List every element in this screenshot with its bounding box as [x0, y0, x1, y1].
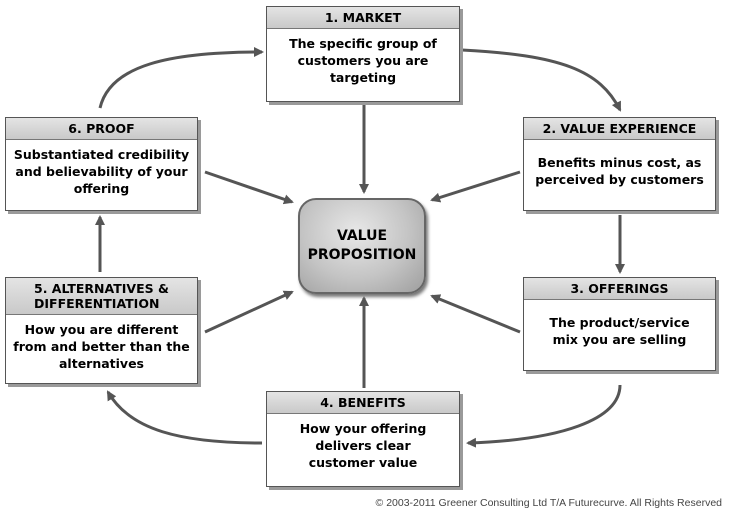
box-body: The specific group of customers you are …	[289, 36, 437, 85]
arrow-market-to-value-experience	[461, 48, 622, 112]
center-line-1: VALUE	[336, 228, 388, 244]
box-body: How you are different from and better th…	[13, 322, 190, 371]
box-offerings: 3. OFFERINGS The product/service mix you…	[523, 277, 716, 371]
value-proposition-hub: VALUE PROPOSITION	[298, 198, 426, 294]
box-proof: 6. PROOF Substantiated credibility and b…	[5, 117, 198, 211]
box-title: 2. VALUE EXPERIENCE	[524, 118, 715, 140]
box-title: 4. BENEFITS	[267, 392, 459, 414]
arrow-proof-to-center	[204, 170, 294, 205]
box-market: 1. MARKET The specific group of customer…	[266, 6, 460, 102]
box-value-experience: 2. VALUE EXPERIENCE Benefits minus cost,…	[523, 117, 716, 211]
box-title: 6. PROOF	[6, 118, 197, 140]
box-title: 5. ALTERNATIVES & DIFFERENTIATION	[6, 278, 197, 315]
box-body: Benefits minus cost, as perceived by cus…	[535, 155, 704, 187]
box-body: The product/service mix you are selling	[549, 315, 690, 347]
arrow-offerings-to-center	[430, 294, 521, 334]
arrow-benefits-to-alternatives	[106, 390, 263, 445]
box-body: How your offering delivers clear custome…	[299, 421, 427, 470]
arrow-value-experience-to-center	[430, 170, 521, 203]
copyright-notice: © 2003-2011 Greener Consulting Ltd T/A F…	[375, 497, 722, 509]
box-body: Substantiated credibility and believabil…	[13, 147, 190, 196]
arrow-alternatives-to-center	[204, 290, 294, 334]
box-alternatives: 5. ALTERNATIVES & DIFFERENTIATION How yo…	[5, 277, 198, 384]
arrow-proof-to-market	[98, 47, 264, 109]
box-benefits: 4. BENEFITS How your offering delivers c…	[266, 391, 460, 487]
center-line-2: PROPOSITION	[307, 247, 417, 263]
box-title: 1. MARKET	[267, 7, 459, 29]
box-title: 3. OFFERINGS	[524, 278, 715, 300]
arrow-offerings-to-benefits	[466, 384, 622, 448]
